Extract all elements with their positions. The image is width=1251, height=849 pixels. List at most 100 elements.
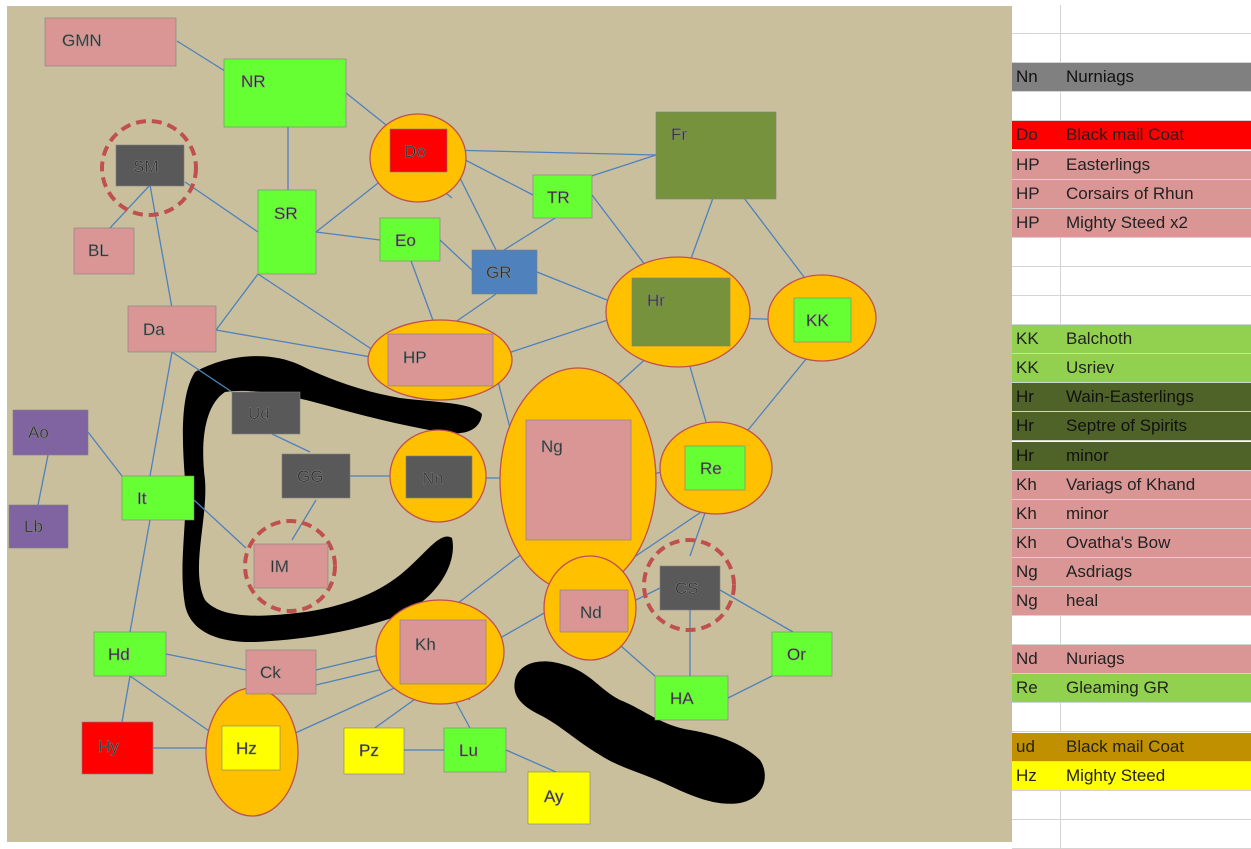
node-lu[interactable]: Lu xyxy=(443,727,507,773)
node-ud[interactable]: Ud xyxy=(231,391,301,435)
node-re-label: Re xyxy=(700,459,722,478)
node-hd[interactable]: Hd xyxy=(93,631,167,677)
node-hr[interactable]: Hr xyxy=(631,277,731,347)
node-nn[interactable]: Nn xyxy=(405,455,473,499)
sm-ring xyxy=(100,119,198,217)
node-bl-label: BL xyxy=(88,241,109,260)
node-do[interactable]: Do xyxy=(389,128,448,173)
black-barrier-left xyxy=(182,356,483,643)
node-it[interactable]: It xyxy=(121,475,195,521)
node-sr[interactable]: SR xyxy=(257,189,317,275)
legend-row xyxy=(1012,819,1251,849)
legend-name: Balchoth xyxy=(1066,329,1133,349)
node-eo[interactable]: Eo xyxy=(379,217,441,262)
legend-code xyxy=(1012,703,1061,732)
node-lu-label: Lu xyxy=(459,741,478,760)
node-nr-label: NR xyxy=(241,72,266,91)
node-ck[interactable]: Ck xyxy=(245,649,317,695)
node-or[interactable]: Or xyxy=(771,631,833,677)
node-ay[interactable]: Ay xyxy=(527,771,591,825)
legend-code: Ng xyxy=(1016,561,1038,581)
node-nr[interactable]: NR xyxy=(223,58,347,128)
legend-code: ud xyxy=(1016,736,1035,756)
node-bl[interactable]: BL xyxy=(73,227,135,275)
legend-code: Re xyxy=(1016,678,1038,698)
node-do-label: Do xyxy=(404,142,426,161)
node-kh-label: Kh xyxy=(415,635,436,654)
legend-code: Hr xyxy=(1016,416,1034,436)
legend-name: heal xyxy=(1066,591,1099,610)
node-lb-label: Lb xyxy=(24,517,43,536)
node-hp[interactable]: HP xyxy=(387,333,494,387)
legend-row xyxy=(1012,790,1251,820)
ring-layer xyxy=(100,119,736,632)
node-ao[interactable]: Ao xyxy=(12,409,89,456)
node-hz[interactable]: Hz xyxy=(221,725,281,771)
legend-name: Ovatha's Bow xyxy=(1066,532,1171,552)
legend-name xyxy=(1066,267,1251,295)
legend-row: KK Balchoth xyxy=(1012,325,1251,355)
node-it-label: It xyxy=(137,489,147,508)
node-sr-label: SR xyxy=(274,204,298,223)
legend-code: HP xyxy=(1016,183,1040,203)
legend-name xyxy=(1066,703,1251,731)
legend-name xyxy=(1066,34,1251,62)
node-da[interactable]: Da xyxy=(127,305,217,353)
legend-code xyxy=(1012,237,1061,266)
legend-name: Black mail Coat xyxy=(1066,736,1185,756)
legend-row xyxy=(1012,616,1251,646)
node-ha[interactable]: HA xyxy=(654,675,729,721)
node-gg-label: GG xyxy=(297,467,323,486)
cs-ring xyxy=(642,538,736,632)
legend-code: KK xyxy=(1016,329,1039,349)
black-barrier-right xyxy=(514,661,765,804)
node-ao-label: Ao xyxy=(28,423,49,442)
legend-code xyxy=(1012,266,1061,295)
node-kh[interactable]: Kh xyxy=(399,619,487,685)
node-hy[interactable]: Hy xyxy=(81,721,154,775)
legend-code: Nd xyxy=(1016,649,1038,669)
legend-code xyxy=(1012,819,1061,848)
node-im[interactable]: IM xyxy=(253,543,329,589)
node-nd[interactable]: Nd xyxy=(559,589,629,633)
node-re[interactable]: Re xyxy=(684,445,746,491)
node-tr-label: TR xyxy=(547,188,570,207)
legend-name xyxy=(1066,296,1251,324)
legend-code xyxy=(1012,92,1061,121)
node-or-label: Or xyxy=(787,645,806,664)
legend-name xyxy=(1066,791,1251,819)
legend-name: Septre of Spirits xyxy=(1066,416,1187,436)
legend-row xyxy=(1012,92,1251,122)
node-kk[interactable]: KK xyxy=(793,297,852,343)
node-lb[interactable]: Lb xyxy=(8,504,69,549)
legend-name: Nurniags xyxy=(1066,67,1135,87)
node-sm[interactable]: SM xyxy=(115,144,185,187)
node-fr[interactable]: Fr xyxy=(655,111,777,200)
node-ng[interactable]: Ng xyxy=(525,419,632,541)
legend-name xyxy=(1066,5,1251,33)
legend-code: Kh xyxy=(1016,474,1037,494)
legend-name: minor xyxy=(1066,503,1109,523)
legend-code xyxy=(1012,5,1061,33)
legend-code: Hr xyxy=(1016,387,1034,407)
legend-code: Kh xyxy=(1016,532,1037,552)
legend-name xyxy=(1066,820,1251,848)
node-gr[interactable]: GR xyxy=(471,249,538,295)
legend-row: Hr Septre of Spirits xyxy=(1012,412,1251,442)
node-pz[interactable]: Pz xyxy=(343,727,405,775)
node-hp-label: HP xyxy=(403,348,427,367)
legend-name xyxy=(1066,616,1251,644)
node-layer: GMN NR SM Do Fr TR SR Eo BL GR Hr KK Da … xyxy=(8,17,852,825)
legend-code xyxy=(1012,616,1061,645)
node-gmn[interactable]: GMN xyxy=(44,17,177,67)
node-tr[interactable]: TR xyxy=(532,174,593,219)
node-cs[interactable]: CS xyxy=(659,565,721,611)
node-da-label: Da xyxy=(143,320,165,339)
legend-row xyxy=(1012,5,1251,34)
node-gg[interactable]: GG xyxy=(281,453,351,499)
